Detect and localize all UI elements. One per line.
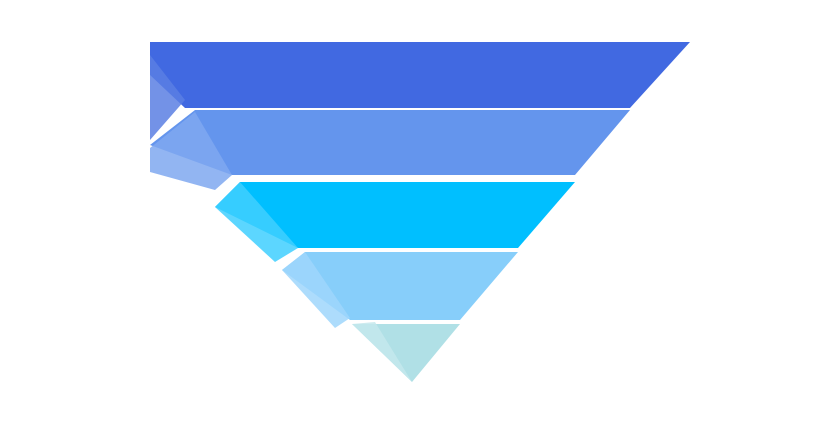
pyramid-level-1-face (150, 42, 690, 108)
pyramid-level-3-bevel (215, 182, 298, 262)
pyramid-level-2 (150, 110, 630, 190)
pyramid-level-2-face (150, 110, 630, 175)
pyramid-level-1-bevel (150, 55, 185, 140)
pyramid-level-1 (150, 42, 690, 140)
pyramid-level-4 (282, 252, 518, 328)
pyramid-level-4-face (282, 252, 518, 320)
pyramid-level-5-bevel (352, 322, 412, 382)
pyramid-levels (150, 42, 690, 382)
pyramid-level-5 (352, 322, 460, 382)
pyramid-level-2-bevel (150, 112, 232, 190)
pyramid-level-4-bevel (282, 252, 350, 328)
pyramid-level-3-face (215, 182, 575, 248)
pyramid-level-3 (215, 182, 575, 262)
